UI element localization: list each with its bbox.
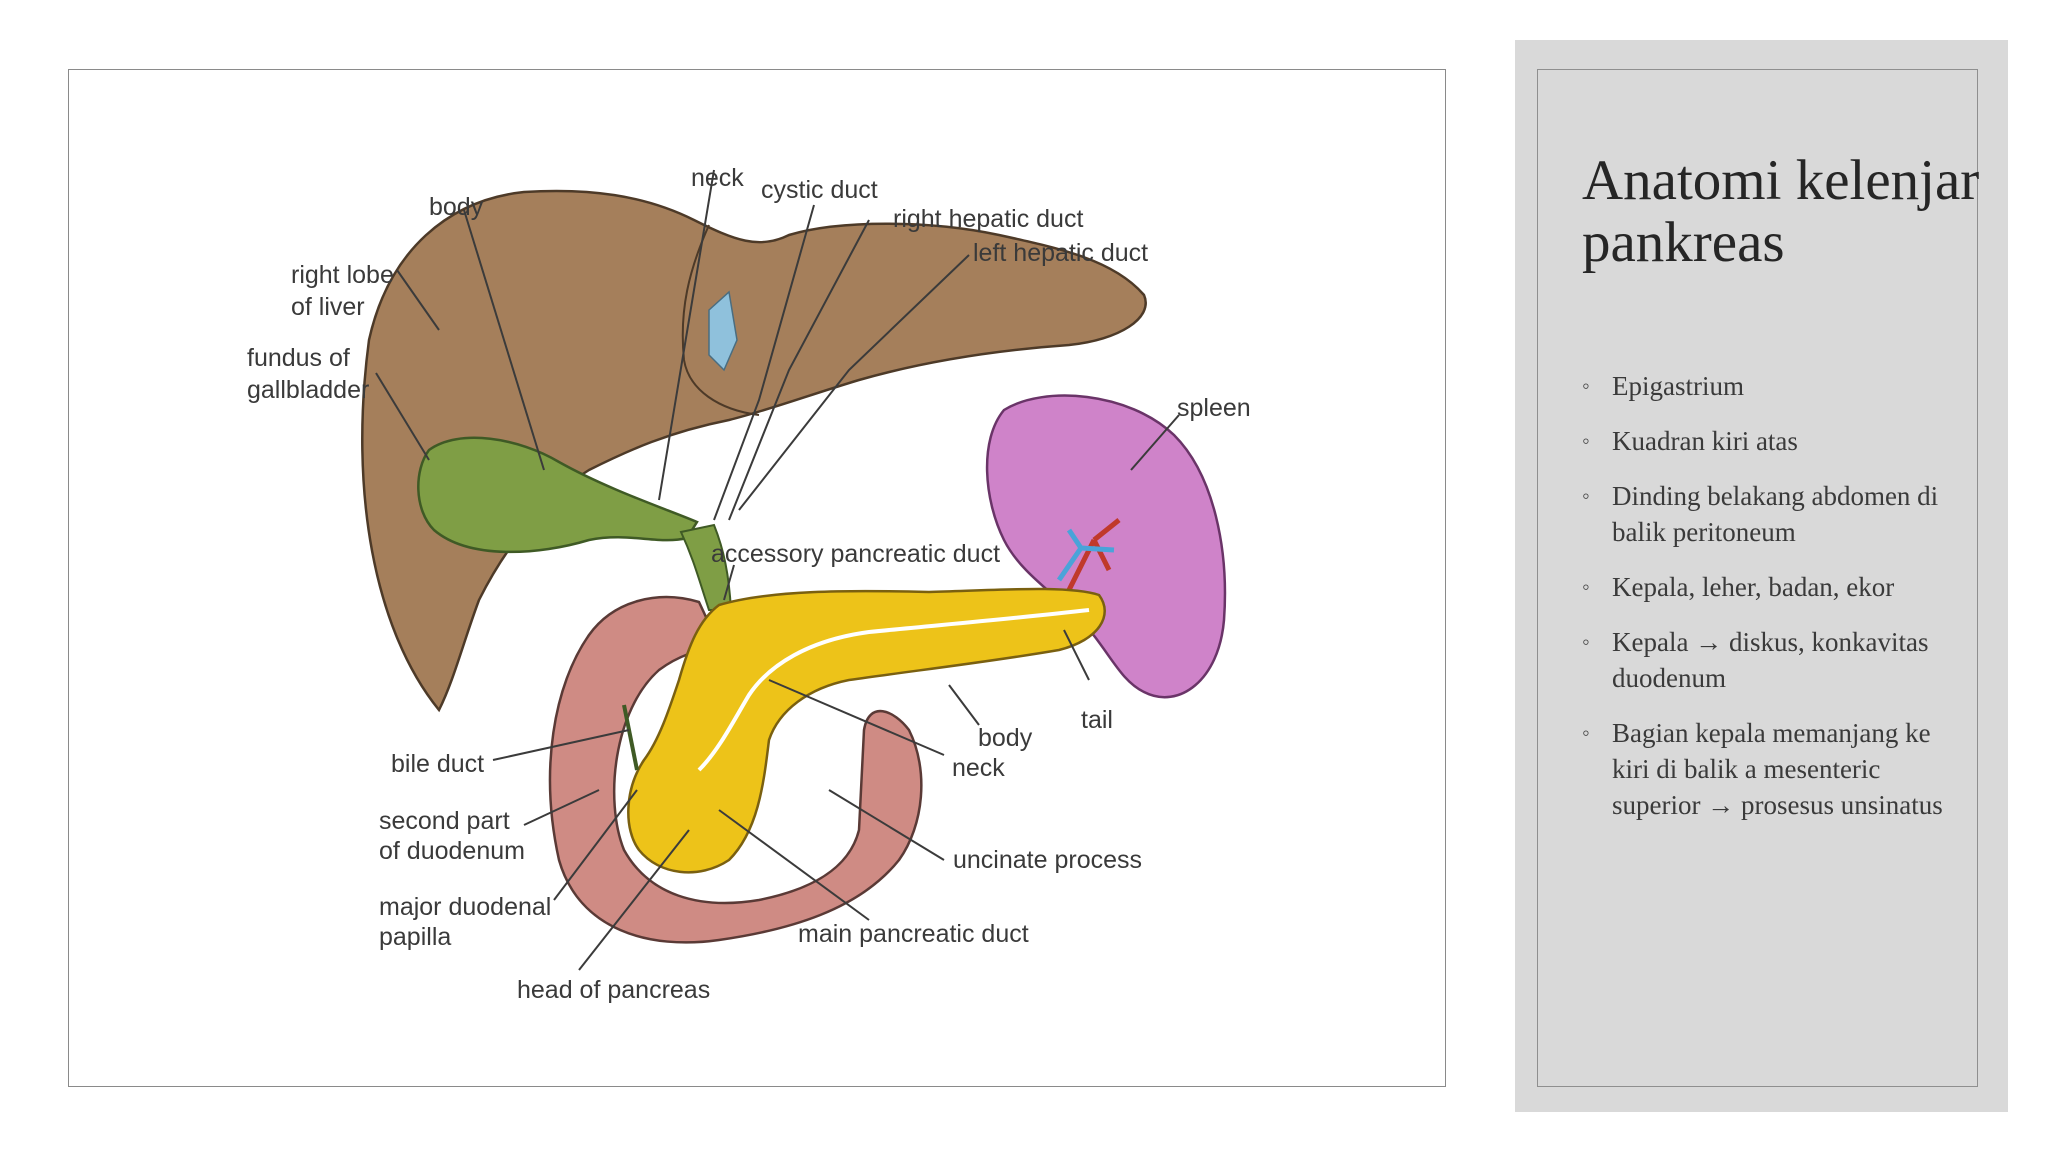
label-body-pancreas: body — [978, 724, 1033, 752]
liver-shape — [361, 189, 1147, 713]
slide-title: Anatomi kelenjar pankreas — [1582, 149, 1980, 274]
label-left-hepatic-duct: left hepatic duct — [973, 239, 1148, 267]
pancreas-anatomy-diagram: neck cystic duct body right hepatic duct… — [247, 164, 1251, 1004]
bullet-item: Epigastrium — [1582, 368, 1952, 404]
label-second-part-line1: second part — [379, 807, 510, 835]
side-panel-frame — [1537, 69, 1978, 1087]
label-right-lobe-line1: right lobe — [291, 261, 394, 289]
bullet-item: Kepala, leher, badan, ekor — [1582, 569, 1952, 605]
label-accessory-pancreatic-duct: accessory pancreatic duct — [711, 540, 1000, 568]
label-neck-pancreas: neck — [952, 754, 1005, 782]
label-head-of-pancreas: head of pancreas — [517, 976, 710, 1004]
anatomy-figure: neck cystic duct body right hepatic duct… — [68, 69, 1446, 1087]
label-main-pancreatic-duct: main pancreatic duct — [798, 920, 1029, 948]
splenic-vessels-blue — [1056, 528, 1115, 582]
label-body-gallbladder: body — [429, 193, 484, 221]
label-fundus-line1: fundus of — [247, 344, 350, 372]
label-spleen: spleen — [1177, 394, 1251, 422]
bullet-item: Bagian kepala memanjang ke kiri di balik… — [1582, 715, 1952, 823]
label-right-hepatic-duct: right hepatic duct — [893, 205, 1083, 233]
main-pancreatic-duct-line — [697, 608, 1090, 772]
label-fundus-line2: gallbladder — [247, 376, 369, 404]
label-major-papilla-line2: papilla — [379, 923, 451, 951]
bullet-item: Kepala → diskus, konkavitas duodenum — [1582, 624, 1952, 696]
bullet-item: Dinding belakang abdomen di balik perito… — [1582, 478, 1952, 550]
label-bile-duct: bile duct — [391, 750, 484, 778]
hepatic-duct-region — [708, 290, 738, 372]
label-right-lobe-line2: of liver — [291, 293, 365, 321]
leader-lines — [375, 169, 1180, 971]
label-second-part-line2: of duodenum — [379, 837, 525, 865]
label-major-papilla-line1: major duodenal — [379, 893, 551, 921]
label-tail: tail — [1081, 706, 1113, 734]
label-neck-gallbladder: neck — [691, 164, 744, 192]
label-uncinate-process: uncinate process — [953, 846, 1142, 874]
spleen-shape — [985, 394, 1227, 699]
bile-duct-in-pancreas — [622, 704, 639, 771]
bullet-list: Epigastrium Kuadran kiri atas Dinding be… — [1582, 368, 1952, 842]
pancreas-shape — [627, 587, 1106, 874]
liver-fissure — [681, 224, 760, 416]
label-cystic-duct: cystic duct — [761, 176, 878, 204]
bullet-item: Kuadran kiri atas — [1582, 423, 1952, 459]
